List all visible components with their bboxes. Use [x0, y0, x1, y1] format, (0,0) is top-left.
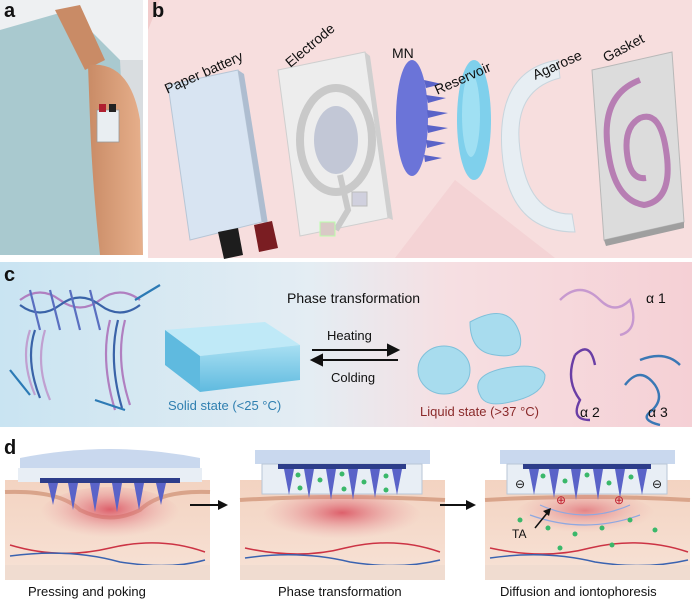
agarose [500, 59, 576, 233]
panel-a-photo [0, 0, 143, 255]
step2-illustration [239, 450, 446, 580]
solid-state-label: Solid state (<25 °C) [168, 398, 282, 413]
panel-label-b: b [152, 0, 165, 22]
heating-label: Heating [327, 328, 372, 343]
step1-illustration [4, 449, 211, 580]
panel-label-c: c [4, 264, 16, 286]
electrode [277, 51, 393, 237]
zoom-callout [395, 180, 555, 258]
plus-charge-left: ⊕ [556, 493, 567, 507]
reservoir [457, 60, 491, 180]
paper-battery [167, 69, 278, 259]
phase-transformation-title: Phase transformation [287, 290, 421, 306]
alpha3-label: α 3 [648, 404, 668, 420]
ta-label: TA [512, 527, 527, 541]
triple-helix [9, 284, 161, 412]
plus-charge-right: ⊕ [614, 493, 625, 507]
step1-caption: Pressing and poking [28, 584, 146, 599]
alpha-chains [559, 288, 681, 427]
alpha2-label: α 2 [580, 404, 600, 420]
step-arrow-2 [440, 500, 476, 510]
minus-electrode-left: ⊖ [515, 477, 526, 491]
minus-electrode-right: ⊖ [652, 477, 663, 491]
liquid-state-label: Liquid state (>37 °C) [420, 404, 540, 419]
liquid-droplets [417, 313, 546, 405]
step3-illustration [484, 450, 691, 580]
step-arrow-1 [190, 500, 228, 510]
panel-label-a: a [4, 0, 16, 22]
colding-label: Colding [331, 370, 376, 385]
solid-hydrogel-block [165, 322, 300, 392]
panel-label-d: d [4, 437, 17, 459]
label-mn: MN [392, 45, 414, 61]
step2-caption: Phase transformation [278, 584, 402, 599]
phase-arrows [309, 343, 401, 367]
alpha1-label: α 1 [646, 290, 666, 306]
gasket [591, 51, 685, 246]
step3-caption: Diffusion and iontophoresis [500, 584, 657, 599]
microneedle-array [396, 60, 448, 176]
